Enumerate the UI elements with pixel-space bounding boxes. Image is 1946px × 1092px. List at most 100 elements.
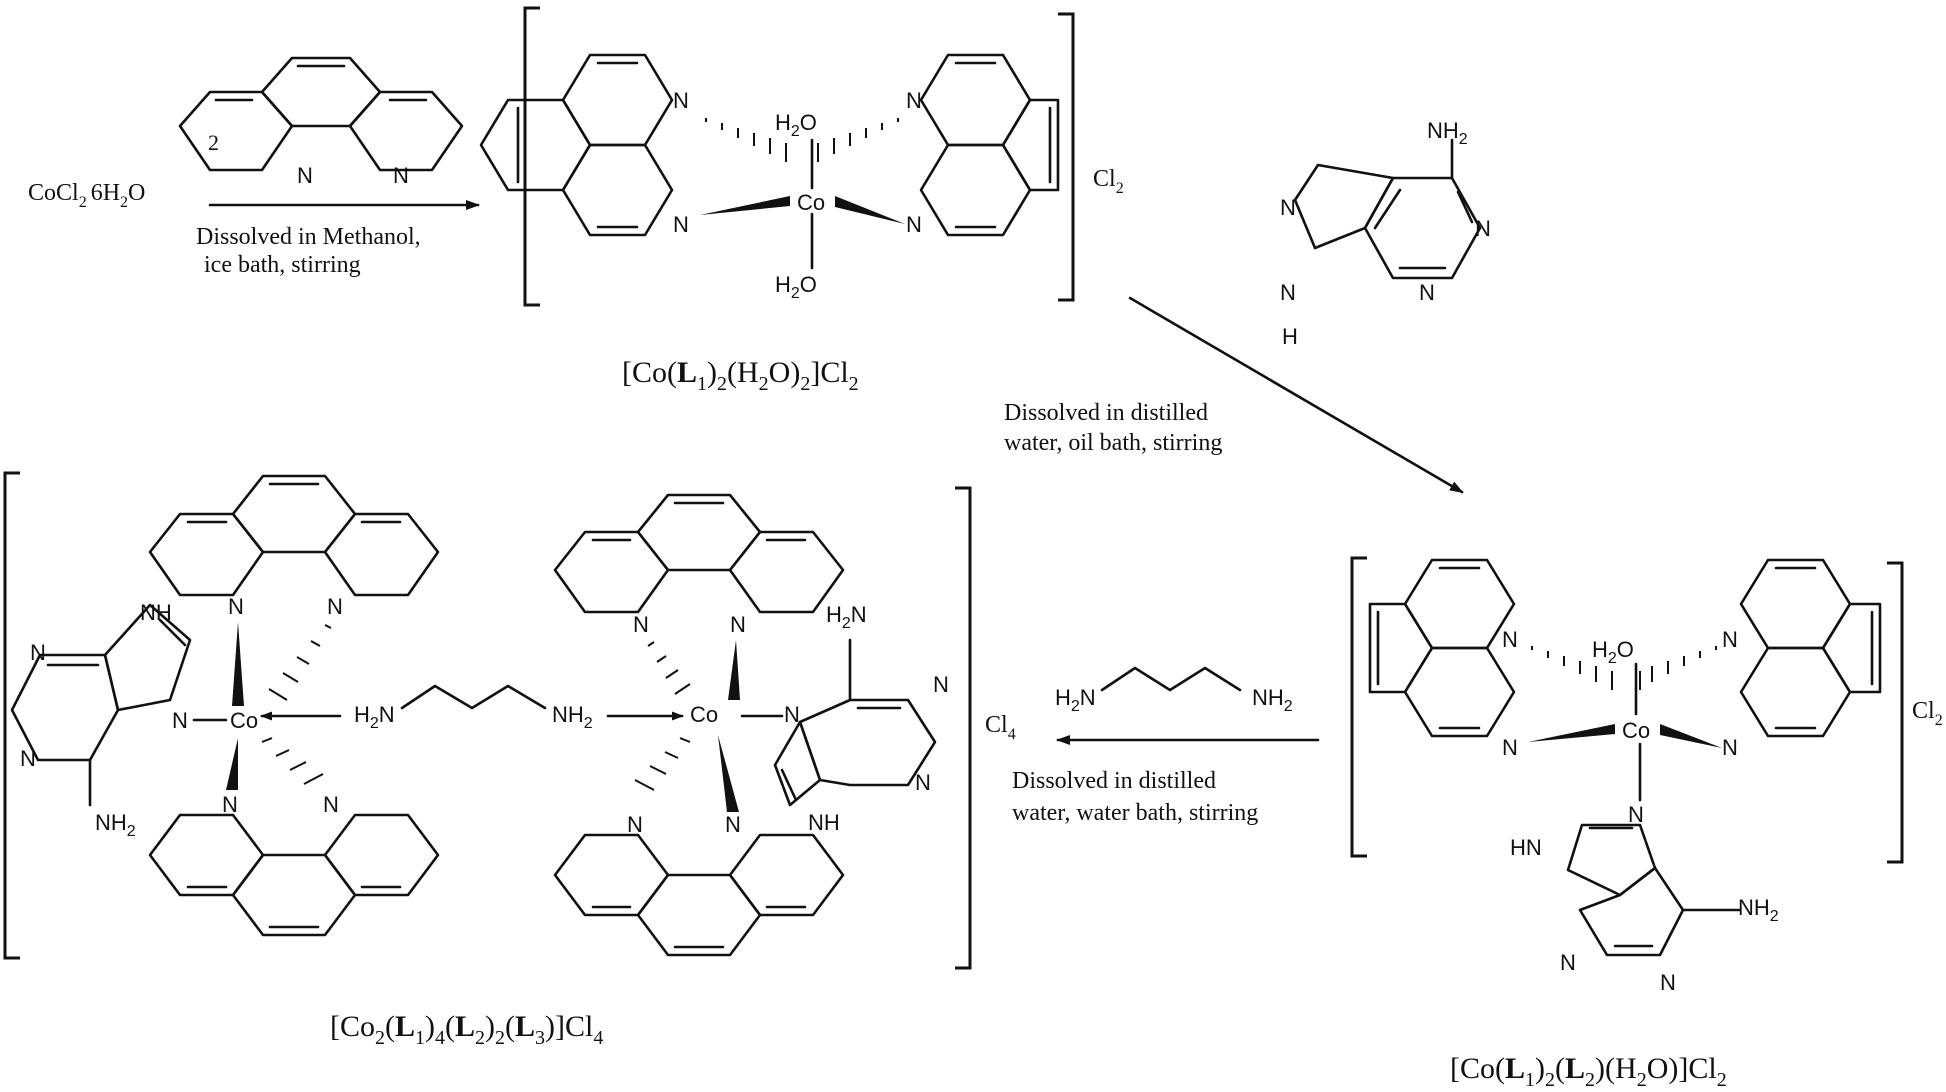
p3-co2-n-lower-right: N <box>725 812 741 837</box>
p3-co2-wedge-upper <box>728 640 740 700</box>
adenine-n9h: N <box>1280 280 1296 305</box>
bracket-right-p3 <box>955 486 972 970</box>
adenine-n3: N <box>1419 280 1435 305</box>
p3-co2-n-lower-left: N <box>627 812 643 837</box>
p3-co1-adenine-n1: N <box>30 640 46 665</box>
step2-condition-line2: water, oil bath, stirring <box>1004 430 1222 456</box>
p3-co2-adenine-h2n: H2N <box>826 602 867 632</box>
p3-co1-wedge-lower <box>226 738 238 790</box>
adenine-ligand-p2 <box>1566 823 1742 957</box>
p3-co2-n-upper-left: N <box>633 612 649 637</box>
bracket-left-p2 <box>1350 556 1367 858</box>
p2-n-upper-left: N <box>1502 627 1518 652</box>
bracket-left-p1 <box>523 6 540 307</box>
p2-n-upper-right: N <box>1722 627 1738 652</box>
p1-wedge-bond-right <box>835 196 905 224</box>
p3-co1-hash-upper <box>268 624 332 701</box>
p3-bridge-chain <box>400 684 547 710</box>
bracket-left-p3 <box>3 471 20 960</box>
p3-co2-adenine-n3: N <box>915 770 931 795</box>
p1-counterion: Cl2 <box>1093 166 1124 197</box>
diamine-reagent-right: NH2 <box>1252 685 1293 715</box>
p3-co1-n-upper-right: N <box>327 594 343 619</box>
p3-co2-hash-upper <box>647 641 691 695</box>
p3-co1-hash-lower <box>261 737 324 785</box>
p3-bridge-h2n: H2N <box>354 702 395 732</box>
p1-n-upper-right: N <box>906 88 922 113</box>
p3-co1-adenine-nh: NH <box>140 600 172 625</box>
arrow-step2 <box>1128 296 1464 494</box>
p2-counterion: Cl2 <box>1912 698 1943 729</box>
p3-co2-adenine-nh: NH <box>808 810 840 835</box>
p1-water-top: H2O <box>775 110 817 140</box>
product-2-label: [Co(L1)2(L2)(H2O)]Cl2 <box>1450 1052 1727 1091</box>
p1-wedge-bond-left <box>700 196 790 215</box>
p2-adenine-nh: HN <box>1510 835 1542 860</box>
p2-adenine-n9: N <box>1628 802 1644 827</box>
p2-wedge-bond-right <box>1660 724 1722 748</box>
p3-co1-adenine-nh2: NH2 <box>95 810 136 840</box>
adenine-n7: N <box>1280 195 1296 220</box>
p2-adenine-n1: N <box>1660 970 1676 995</box>
p3-co1-n-lower-left: N <box>222 792 238 817</box>
diamine-reagent-left: H2N <box>1055 685 1096 715</box>
p2-hash-bond-upper-left <box>1531 646 1613 690</box>
step2-condition-line1: Dissolved in distilled <box>1004 400 1208 426</box>
phenanthroline-reagent <box>178 56 464 172</box>
phen-ligand-p3-co2-lower <box>553 833 845 957</box>
p2-cobalt: Co <box>1622 718 1650 743</box>
adenine-nh2: NH2 <box>1427 118 1468 148</box>
p1-n-lower-right: N <box>906 212 922 237</box>
p2-n-lower-right: N <box>1722 735 1738 760</box>
p3-co2-n-upper-right: N <box>730 612 746 637</box>
p2-hash-bond-upper-right <box>1639 646 1717 690</box>
bracket-right-p2 <box>1887 561 1904 864</box>
adenine-ligand-p3-co2 <box>773 638 937 807</box>
phen-ligand-p2-left <box>1368 558 1516 738</box>
step3-condition-line2: water, water bath, stirring <box>1012 800 1258 826</box>
product-1-label: [Co(L1)2(H2O)2]Cl2 <box>622 356 859 395</box>
p3-co1-n-upper-left: N <box>228 594 244 619</box>
step1-condition-line1: Dissolved in Methanol, <box>196 224 421 250</box>
adenine-n1: N <box>1475 216 1491 241</box>
p3-cobalt-right: Co <box>690 702 718 727</box>
p1-n-lower-left: N <box>673 212 689 237</box>
equivalents-label: 2 <box>208 130 219 155</box>
p1-cobalt: Co <box>797 190 825 215</box>
step1-condition-line2: ice bath, stirring <box>204 252 361 278</box>
p2-wedge-bond-left <box>1528 724 1615 742</box>
p3-co2-wedge-lower <box>718 735 739 812</box>
phen-ligand-p3-co1-lower <box>148 813 440 937</box>
step3-condition-line1: Dissolved in distilled <box>1012 768 1216 794</box>
phen-ligand-p3-co2-upper <box>553 493 845 614</box>
p3-co1-wedge-upper <box>232 622 244 706</box>
phen-ligand-p1-right <box>919 53 1060 237</box>
p3-co2-adenine-n1: N <box>933 672 949 697</box>
p3-co2-adenine-n9: N <box>784 702 800 727</box>
adenine-reagent <box>1293 138 1482 280</box>
p3-bridge-nh2: NH2 <box>552 702 593 732</box>
p3-co1-n-lower-right: N <box>323 792 339 817</box>
p1-n-upper-left: N <box>673 88 689 113</box>
phen-ligand-p3-co1-upper <box>148 474 440 597</box>
adenine-n9-hydrogen: H <box>1282 324 1298 349</box>
phen-ligand-p1-left <box>479 53 674 237</box>
product-3-label: [Co2(L1)4(L2)2(L3)]Cl4 <box>330 1010 603 1049</box>
diamine-reagent-chain <box>1100 666 1242 692</box>
p1-water-bottom: H2O <box>775 272 817 302</box>
p1-hash-bond-upper-left <box>705 118 787 162</box>
p3-co1-adenine-n3: N <box>20 746 36 771</box>
p3-cobalt-left: Co <box>230 708 258 733</box>
phen-ligand-p2-right <box>1739 558 1882 738</box>
phen-n-right: N <box>393 163 409 188</box>
p3-counterion: Cl4 <box>985 712 1016 743</box>
p2-adenine-n3: N <box>1560 950 1576 975</box>
bracket-right-p1 <box>1058 12 1075 302</box>
adenine-ligand-p3-co1 <box>10 603 192 807</box>
p2-adenine-nh2: NH2 <box>1738 895 1779 925</box>
p2-n-lower-left: N <box>1502 735 1518 760</box>
p1-hash-bond-upper-right <box>817 118 899 162</box>
